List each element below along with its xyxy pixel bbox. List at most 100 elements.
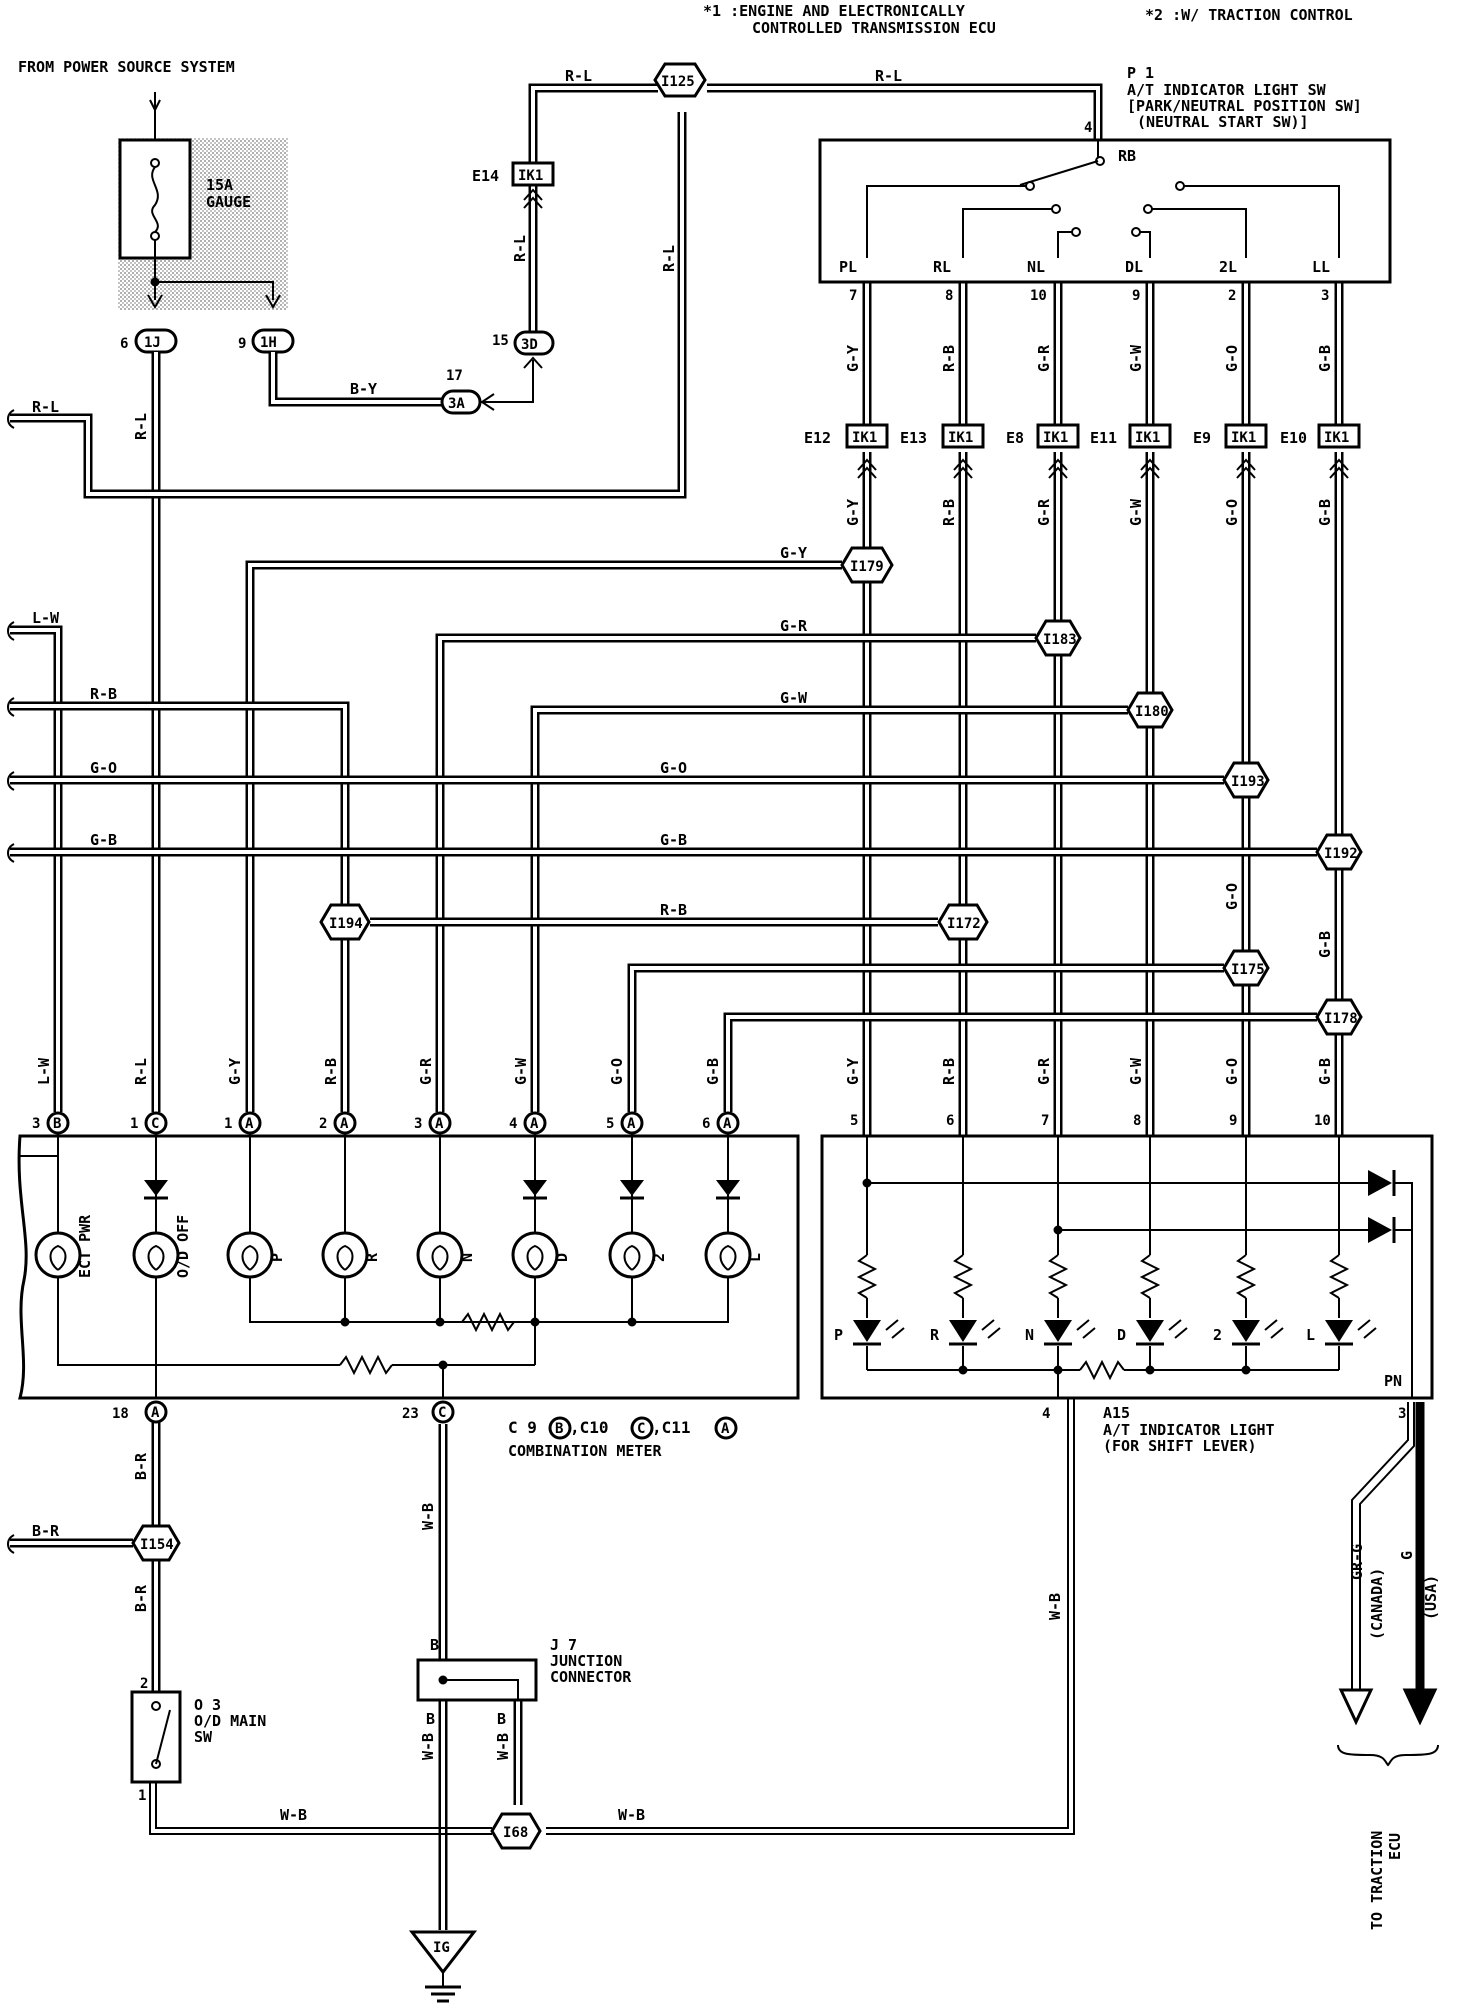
- switch-p1-rb: RB: [1118, 147, 1136, 165]
- meter-pin-1a-num: 1: [224, 1116, 232, 1132]
- wire-label-lw-v: L-W: [35, 1057, 53, 1085]
- diode-od-off-icon: [144, 1180, 168, 1196]
- meter-pin-2a-num: 2: [319, 1116, 327, 1132]
- lamp-2-icon: [608, 1231, 656, 1279]
- connector-ik1-e12-text: IK1: [852, 430, 877, 446]
- meter-pin-6a-conn: A: [723, 1116, 732, 1132]
- wire-label-gw-v2: G-W: [1127, 498, 1145, 526]
- od-sw-pin1: 1: [138, 1788, 146, 1804]
- splice-i192: [1315, 833, 1363, 871]
- meter-pin-3a-conn: A: [435, 1116, 444, 1132]
- lamp-label-p: P: [268, 1253, 286, 1262]
- connector-1j-label: 1J: [144, 335, 161, 351]
- splice-i192-label: I192: [1324, 846, 1358, 862]
- arrow-usa-icon: [1402, 1688, 1438, 1726]
- connector-ik1-e10: [1317, 423, 1361, 449]
- meter-caption-c: C: [637, 1421, 645, 1437]
- a15-line1: A/T INDICATOR LIGHT: [1103, 1421, 1275, 1439]
- switch-pin-10: 10: [1030, 288, 1047, 304]
- meter-pin-3b-conn: B: [53, 1116, 61, 1132]
- wire-label-gb-v1: G-B: [1316, 345, 1334, 372]
- j7-b-top: B: [430, 1636, 439, 1654]
- wire-label-rl-left: R-L: [32, 398, 59, 416]
- meter-pin-2a-conn: A: [340, 1116, 349, 1132]
- wire-label-gb-h2: G-B: [660, 831, 687, 849]
- connector-3a-label: 3A: [448, 396, 465, 412]
- diode-l-icon: [716, 1180, 740, 1196]
- od-sw-id: O 3: [194, 1696, 221, 1714]
- splice-i178: [1315, 998, 1363, 1036]
- wire-label-g: G: [1398, 1551, 1416, 1560]
- arrow-canada-icon: [1338, 1688, 1374, 1726]
- a15-pin-3: 3: [1398, 1406, 1406, 1422]
- diode-d-icon: [523, 1180, 547, 1196]
- wire-label-gy-v3: G-Y: [226, 1058, 244, 1085]
- wire-label-rl-v1: R-L: [511, 235, 529, 262]
- wire-label-rl-v2: R-L: [660, 245, 678, 272]
- switch-p1-id: P 1: [1127, 64, 1154, 82]
- wire-label-br-h: B-R: [32, 1522, 60, 1540]
- wire-label-rl-v3: R-L: [132, 413, 150, 440]
- a15-pin-5: 5: [850, 1113, 858, 1129]
- diode-2-icon: [620, 1180, 644, 1196]
- a15-pin-10: 10: [1314, 1113, 1331, 1129]
- a15-pin-9: 9: [1229, 1113, 1237, 1129]
- j7-line2: CONNECTOR: [550, 1668, 632, 1686]
- wire-label-gw-v3: G-W: [512, 1057, 530, 1085]
- lamp-label-n: N: [458, 1253, 476, 1262]
- splice-i194-label: I194: [329, 916, 363, 932]
- meter-pin-3a-num: 3: [414, 1116, 422, 1132]
- wire-label-rb-v1: R-B: [940, 345, 958, 372]
- switch-pin-7: 7: [849, 288, 857, 304]
- pin-15-number: 15: [492, 333, 509, 349]
- splice-i154: [131, 1524, 181, 1562]
- wire-label-gb-v3: G-B: [1316, 931, 1334, 958]
- connector-e8-label: E8: [1006, 429, 1024, 447]
- led-l-icon: [1325, 1320, 1353, 1342]
- connector-3d: [513, 330, 555, 356]
- resistor-a15-bus-icon: [1079, 1359, 1125, 1381]
- a15-leds: [853, 1319, 1377, 1346]
- connector-ik1-e11: [1128, 423, 1172, 449]
- lamp-l-icon: [704, 1231, 752, 1279]
- connector-ik1-e13: [941, 423, 985, 449]
- lamp-label-l: L: [746, 1253, 764, 1262]
- meter-caption-a: A: [721, 1421, 730, 1437]
- connector-ik1-e8-text: IK1: [1043, 430, 1068, 446]
- fuse-rating: 15A: [206, 176, 233, 194]
- connector-ik1-e8: [1036, 423, 1080, 449]
- wire-label-gy-v2: G-Y: [844, 499, 862, 526]
- connector-e10-label: E10: [1280, 429, 1307, 447]
- connector-e9-label: E9: [1193, 429, 1211, 447]
- meter-pin-18a-conn: A: [151, 1405, 160, 1421]
- splice-i183: [1034, 619, 1082, 657]
- pin-1h-number: 9: [238, 336, 246, 352]
- lamp-label-ect-pwr: ECT PWR: [76, 1214, 94, 1278]
- led-label-r: R: [930, 1326, 940, 1344]
- j7-id: J 7: [550, 1636, 577, 1654]
- led-label-n: N: [1025, 1326, 1034, 1344]
- a15-pn-label: PN: [1384, 1372, 1402, 1390]
- wire-label-go-v4: G-O: [608, 1058, 626, 1085]
- lamp-p-icon: [226, 1231, 274, 1279]
- connector-e11-label: E11: [1090, 429, 1117, 447]
- meter-pin-1a-conn: A: [245, 1116, 254, 1132]
- junction-connector-j7: B B B J 7 JUNCTION CONNECTOR: [416, 1636, 632, 1728]
- meter-pin-18-num: 18: [112, 1406, 129, 1422]
- led-label-l: L: [1306, 1326, 1315, 1344]
- splice-i179-label: I179: [850, 559, 884, 575]
- connector-e14-label: E14: [472, 167, 499, 185]
- switch-p1-line3: (NEUTRAL START SW)]: [1137, 113, 1309, 131]
- a15-line2: (FOR SHIFT LEVER): [1103, 1437, 1257, 1455]
- meter-pin-23-num: 23: [402, 1406, 419, 1422]
- wire-label-grg: GR-G: [1348, 1544, 1366, 1580]
- meter-pin-5a-num: 5: [606, 1116, 614, 1132]
- wire-label-by: B-Y: [350, 380, 377, 398]
- resistor-a15-l-icon: [1328, 1254, 1350, 1299]
- meter-pin-row: 3 B 1 C 1 A 2 A 3 A 4 A 5 A 6 A: [32, 1111, 740, 1135]
- connector-3d-label: 3D: [521, 337, 538, 353]
- led-label-d: D: [1117, 1326, 1126, 1344]
- terminal-pl: PL: [839, 258, 857, 276]
- meter-pin-4a-conn: A: [530, 1116, 539, 1132]
- meter-pin-23c-conn: C: [438, 1405, 446, 1421]
